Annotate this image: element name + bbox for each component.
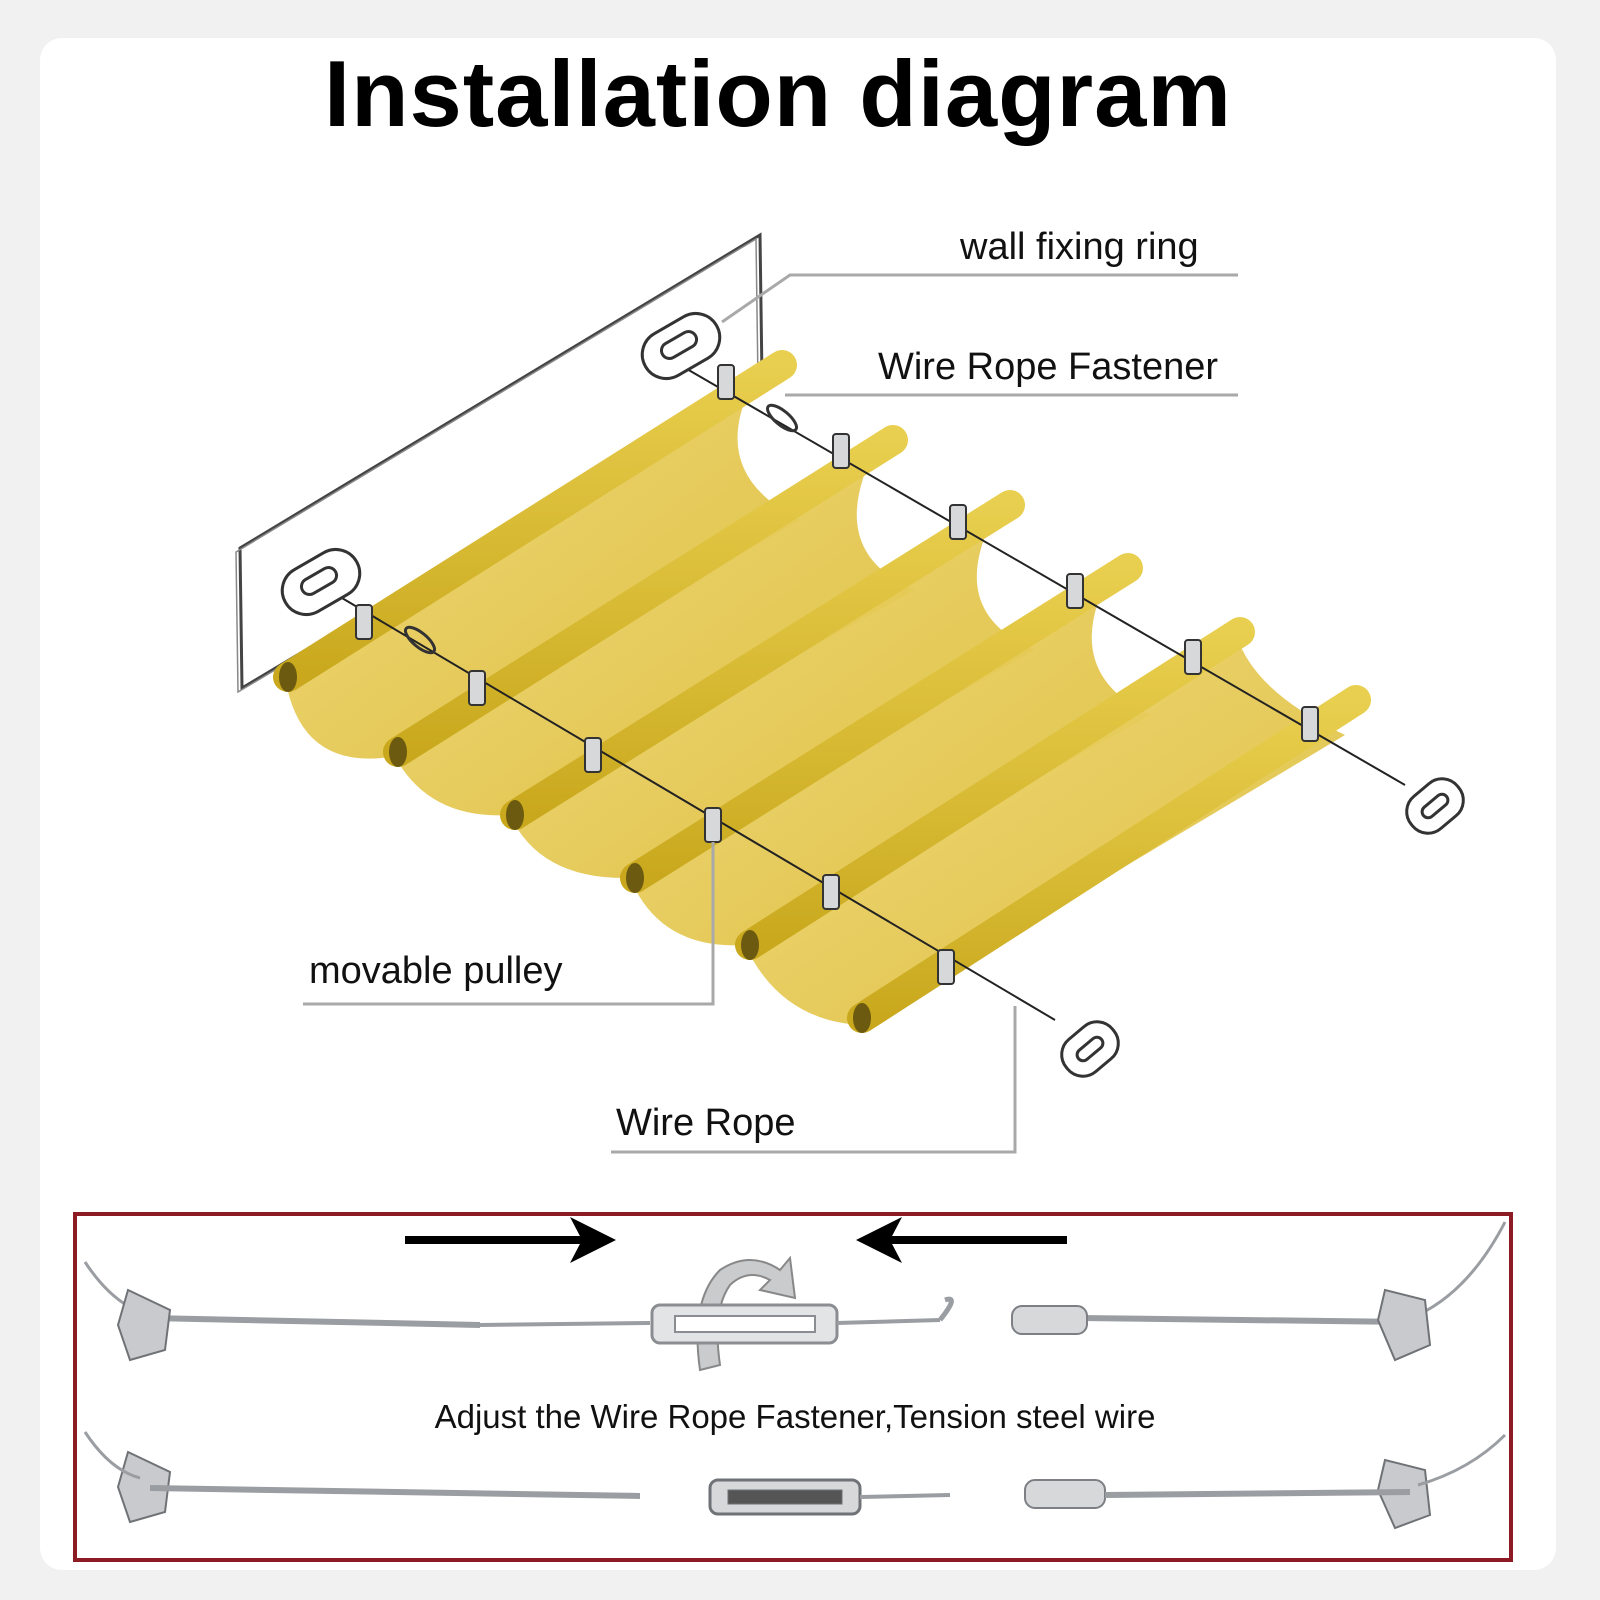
arrow-left-icon bbox=[856, 1217, 1067, 1263]
leader-wire-rope bbox=[611, 1006, 1017, 1154]
label-wall-fixing-ring: wall fixing ring bbox=[960, 226, 1199, 268]
wire-rope-back bbox=[679, 364, 1406, 786]
wire-rope-fasteners bbox=[403, 403, 799, 655]
label-wire-rope-fastener: Wire Rope Fastener bbox=[878, 346, 1219, 388]
wall-fixing-rings bbox=[280, 312, 1465, 1078]
cable-assembly-loose bbox=[83, 1221, 1507, 1345]
page-title: Installation diagram bbox=[324, 41, 1232, 146]
label-wire-rope: Wire Rope bbox=[616, 1102, 796, 1144]
shade-sail-illustration bbox=[235, 232, 1465, 1154]
wire-rope-front bbox=[319, 584, 1056, 1021]
leader-wall-fixing-ring bbox=[721, 273, 1238, 324]
arrow-right-icon bbox=[405, 1217, 616, 1263]
movable-pulleys bbox=[355, 364, 1319, 985]
label-movable-pulley: movable pulley bbox=[309, 950, 563, 992]
cable-assembly-tensioned bbox=[83, 1431, 1507, 1516]
leader-movable-pulley bbox=[303, 842, 715, 1006]
tension-caption: Adjust the Wire Rope Fastener,Tension st… bbox=[434, 1398, 1156, 1435]
tensioning-panel bbox=[73, 1212, 1513, 1562]
